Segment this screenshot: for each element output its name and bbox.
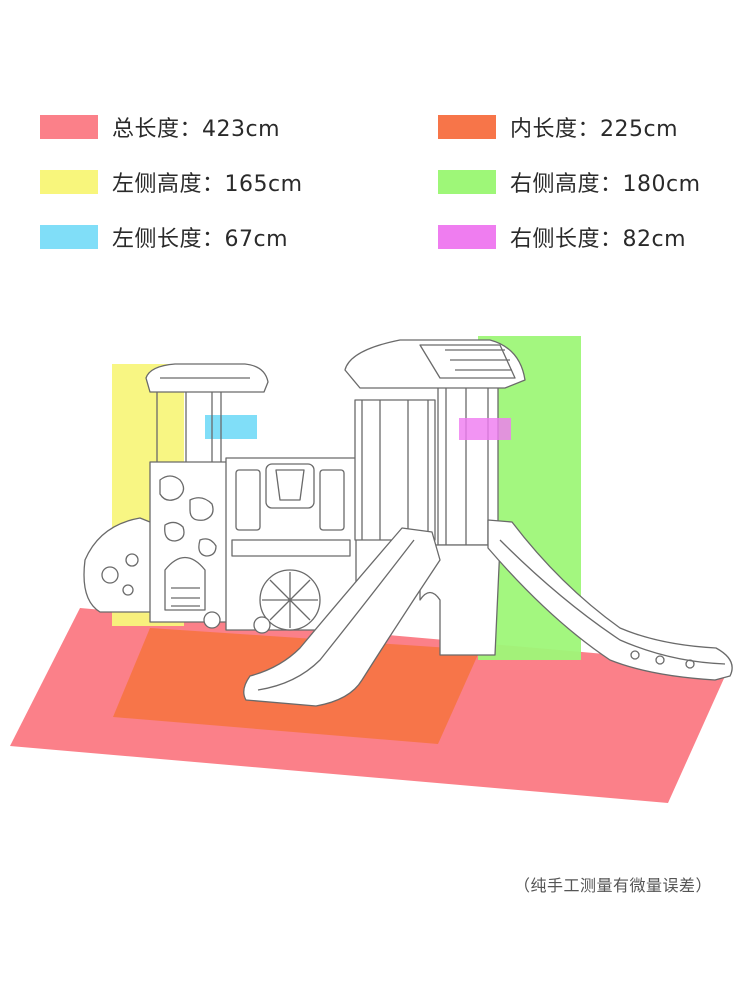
left-length-swatch (40, 225, 98, 249)
right-length-bar (459, 418, 511, 440)
legend-label: 总长度：423cm (112, 117, 281, 142)
legend-item-right-height: 右侧高度：180cm (438, 168, 701, 197)
dimension-legend: 总长度：423cm 内长度：225cm 左侧高度：165cm 右侧高度：180c… (0, 0, 750, 280)
right-length-swatch (438, 225, 496, 249)
left-height-swatch (40, 170, 98, 194)
left-length-bar (205, 415, 257, 439)
legend-item-left-length: 左侧长度：67cm (40, 223, 289, 252)
playground-illustration (0, 300, 750, 840)
total-length-swatch (40, 115, 98, 139)
right-height-swatch (438, 170, 496, 194)
inner-length-swatch (438, 115, 496, 139)
legend-label: 内长度：225cm (510, 117, 679, 142)
playground-diagram (10, 336, 733, 803)
measurement-note: （纯手工测量有微量误差） (513, 876, 712, 895)
legend-item-total-length: 总长度：423cm (40, 113, 281, 142)
legend-label: 左侧长度：67cm (112, 227, 289, 252)
legend-label: 左侧高度：165cm (112, 172, 303, 197)
legend-item-inner-length: 内长度：225cm (438, 113, 679, 142)
legend-item-left-height: 左侧高度：165cm (40, 168, 303, 197)
legend-label: 右侧高度：180cm (510, 172, 701, 197)
playground-structure (83, 339, 733, 707)
legend-label: 右侧长度：82cm (510, 227, 687, 252)
legend-item-right-length: 右侧长度：82cm (438, 223, 687, 252)
